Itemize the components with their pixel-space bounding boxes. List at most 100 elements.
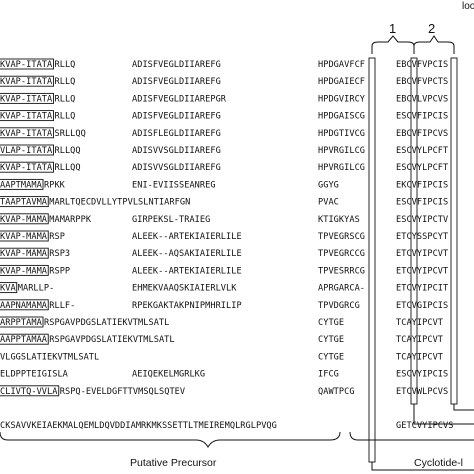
mid-segment: EHMEKVAAQSKIAIERLVLK	[132, 284, 237, 294]
cyclotide-segment: EBCVLVPCVS	[396, 94, 448, 104]
signal-segment-box	[0, 144, 54, 156]
pre-segment: ELDPPTEIGISLA	[0, 370, 69, 380]
signal-segment-box	[0, 58, 54, 70]
pre-segment: RLLQ	[55, 94, 76, 104]
signal-segment-box	[0, 75, 54, 87]
loop-bracket-2	[413, 35, 455, 54]
signal-segment-box	[0, 247, 49, 259]
mid-segment: ADISFLEGLDIIAREFG	[132, 129, 221, 139]
signal-segment: KVAP-MAMA	[0, 266, 48, 276]
mid-segment: ADISFVEGLDIIAREFG	[132, 77, 221, 87]
pre-segment: SRLLQQ	[55, 129, 86, 139]
signal-segment-box	[0, 110, 54, 122]
pre-segment: RLLF-	[49, 301, 75, 311]
putative-precursor-label: Putative Precursor	[130, 457, 217, 469]
tail-segment: TPVESRRCG	[318, 266, 365, 276]
signal-segment: KVAP-ITATA	[0, 60, 53, 70]
tail-segment: QAWTPCG	[318, 387, 355, 397]
mid-segment: ALEEK--ARTEKIAIERLILE	[132, 232, 242, 242]
mid-segment: ENI-EVIISSEANREG	[132, 180, 216, 190]
signal-segment: AAPNAMAMA	[0, 301, 48, 311]
cyclotide-segment: EKCVFIPCIS	[396, 180, 448, 190]
cyclotide-segment: ESCVYLPCFT	[396, 146, 448, 156]
cyclotide-segment: EBCVFIPCVS	[396, 129, 448, 139]
cyclotide-segment: ETCVYIPCIT	[396, 284, 448, 294]
tail-segment: PVAC	[318, 198, 339, 208]
cyclotide-segment: ETCVYIPCVT	[396, 266, 448, 276]
signal-segment: VLAP-ITATA	[0, 146, 53, 156]
signal-segment: KVAP-ITATA	[0, 94, 53, 104]
pre-segment: RSP	[49, 232, 65, 242]
pre-segment: RPKK	[44, 180, 66, 190]
disulfide-connector-3	[453, 404, 474, 411]
mid-segment: ADISVVSGLDIIAREFG	[132, 163, 221, 173]
pre-segment: RLLQQ	[55, 146, 81, 156]
mid-segment: RPEKGAKTAKPNIPMHRILIP	[132, 301, 242, 311]
signal-segment-box	[0, 230, 49, 242]
cyclotide-label: Cyclotide-l	[414, 457, 463, 469]
tail-segment: HPDGTIVCG	[318, 129, 365, 139]
cyclotide-segment: ESCVYIPCIS	[396, 370, 448, 380]
loop-number-2: 2	[428, 21, 435, 36]
signal-segment-box	[0, 385, 60, 397]
mid-segment: ADISFVEGLDIIAREPGR	[132, 94, 227, 104]
signal-segment-box	[0, 333, 49, 345]
tail-segment: KTIGKYAS	[318, 215, 360, 225]
pre-segment: RLLQ	[55, 112, 76, 122]
pre-segment: CKSAVVKEIAEKMALQEMLDQVDDIAMRKMKSSETTLTME…	[0, 421, 277, 431]
cyclotide-segment: ESCVFIPCIS	[396, 198, 448, 208]
cyclotide-segment: ESCVFIPCIS	[396, 112, 448, 122]
cysteine-column-box-1	[368, 57, 376, 463]
cyclotide-segment: GETCVYIPCVS	[396, 421, 453, 431]
signal-segment: ARPPTAMA	[0, 318, 43, 328]
tail-segment: HPDGAVFCF	[318, 60, 365, 70]
signal-segment-box	[0, 316, 44, 328]
tail-segment: IFCG	[318, 370, 339, 380]
loop-bracket-1	[371, 35, 415, 54]
tail-segment: TPVEGRCCG	[318, 249, 365, 259]
pre-segment: MAMARPPK	[49, 215, 92, 225]
signal-segment: KVAP-ITATA	[0, 112, 53, 122]
cyclotide-segment: ESCVYIPCTV	[396, 215, 448, 225]
pre-segment: RSPGAVPDGSLATIEKVTMLSATL	[49, 335, 174, 345]
disulfide-connector-2	[413, 404, 474, 425]
tail-segment: GGYG	[318, 180, 339, 190]
loop-number-1: 1	[389, 21, 396, 36]
mid-segment: GIRPEKSL-TRAIEG	[132, 215, 210, 225]
signal-segment-box	[0, 213, 49, 225]
signal-segment: AAPPTAMAA	[0, 335, 48, 345]
cyclotide-segment: ETCVGIPCIS	[396, 301, 448, 311]
pre-segment: RSPGAVPDGSLATIEKVTMLSATL	[44, 318, 169, 328]
signal-segment: CLIVTQ-VVLA	[0, 387, 58, 397]
cyclotide-segment: EBCVFVPCTS	[396, 77, 448, 87]
signal-segment: KVA	[0, 284, 16, 294]
cyclotide-segment: ETCVYIPCVT	[396, 249, 448, 259]
mid-segment: AEIQEKELMGRLKG	[132, 370, 205, 380]
tail-segment: CYTGE	[318, 335, 344, 345]
pre-segment: RLLQ	[55, 60, 76, 70]
signal-segment: AAPTMAMA	[0, 180, 43, 190]
mid-segment: ALEEK--ARTEKIAIERLILE	[132, 266, 242, 276]
tail-segment: APRGARCA-	[318, 284, 365, 294]
signal-segment-box	[0, 92, 54, 104]
signal-segment-box	[0, 299, 49, 311]
tail-segment: TPVEGRSCG	[318, 232, 365, 242]
cyclotide-segment: TCAYIPCVT	[396, 318, 443, 328]
signal-segment: TAAPTAVMA	[0, 198, 48, 208]
loop-top-label: loo	[462, 1, 474, 12]
signal-segment: KVAP-MAMA	[0, 249, 48, 259]
signal-segment-box	[0, 127, 54, 139]
cyclotide-segment: TCAYIPCVT	[396, 352, 443, 362]
mid-segment: ADISFVEGLDIIAREFG	[132, 112, 221, 122]
tail-segment: HPVRGILCG	[318, 163, 365, 173]
disulfide-connector-1	[371, 462, 474, 471]
pre-segment: RLLQQ	[55, 163, 81, 173]
signal-boxes	[0, 58, 60, 397]
signal-segment-box	[0, 196, 49, 208]
pre-segment: RSPP	[49, 266, 70, 276]
signal-segment-box	[0, 282, 18, 294]
precursor-brace	[0, 431, 341, 449]
signal-segment: KVAP-ITATA	[0, 129, 53, 139]
